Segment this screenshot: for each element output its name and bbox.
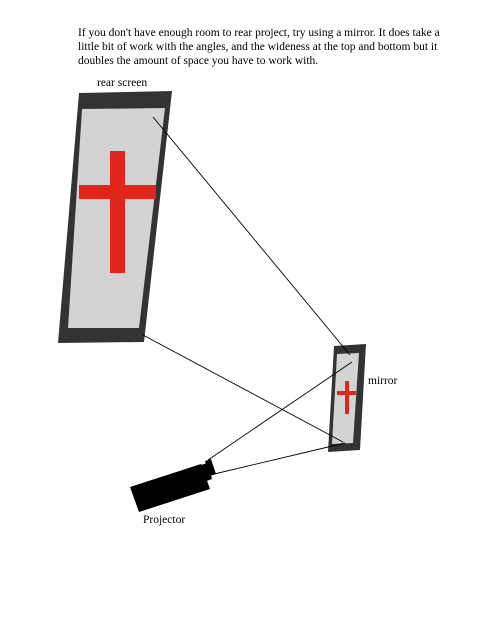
ray-mirror-to-screen-top	[152, 116, 351, 356]
mirror-cross-icon	[337, 381, 356, 414]
projector-label: Projector	[143, 514, 186, 526]
mirror	[328, 344, 366, 452]
intro-text: If you don't have enough room to rear pr…	[78, 27, 440, 67]
ray-projector-to-mirror-bottom	[209, 442, 346, 476]
mirror-label: mirror	[368, 375, 398, 387]
ray-projector-to-mirror-top	[207, 361, 353, 461]
rear-screen-label: rear screen	[97, 77, 148, 89]
projection-rays	[142, 116, 353, 476]
rear-screen-cross-icon	[79, 151, 156, 273]
projector-icon	[130, 459, 216, 512]
ray-mirror-to-screen-bottom	[142, 334, 344, 443]
rear-screen	[58, 91, 172, 343]
